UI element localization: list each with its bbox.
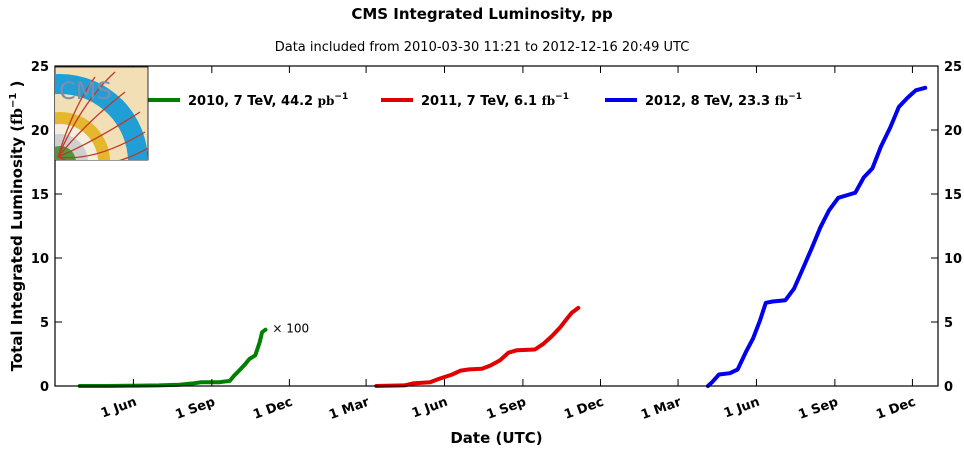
x-tick-label: 1 Sep — [173, 395, 217, 423]
y-tick-label-right: 5 — [944, 316, 953, 331]
logo-art: CMS — [55, 71, 148, 160]
logo-ring-grey — [55, 134, 88, 160]
legend-label: 2010, 7 TeV, 44.2 pb−1 — [188, 92, 348, 109]
y-tick-label-right: 0 — [944, 380, 953, 395]
logo-track-5 — [57, 147, 148, 160]
chart-title: CMS Integrated Luminosity, pp — [351, 5, 613, 23]
x-tick-label: 1 Sep — [485, 395, 529, 423]
chart-subtitle: Data included from 2010-03-30 11:21 to 2… — [274, 40, 690, 55]
series-line-1 — [77, 327, 268, 388]
series-line-2 — [374, 305, 581, 388]
x-tick-label: 1 Dec — [251, 395, 295, 423]
x-tick-label: 1 Jun — [722, 395, 762, 422]
logo-track-4 — [57, 131, 146, 159]
y-tick-label: 10 — [31, 252, 49, 267]
y-tick-label: 25 — [31, 60, 49, 75]
logo-track-1 — [57, 76, 96, 158]
x-tick-label: 1 Jun — [99, 395, 139, 422]
plot-frame — [54, 65, 939, 387]
y-axis-label: Total Integrated Luminosity (fb−1 ) — [8, 81, 26, 372]
y-tick-label: 0 — [40, 380, 49, 395]
x-tick-label: 1 Sep — [797, 395, 841, 423]
logo-track-2 — [57, 91, 126, 158]
logo-text: CMS — [59, 77, 112, 105]
x-tick-label: 1 Dec — [874, 395, 918, 423]
cms-logo: CMS — [54, 66, 149, 161]
y-tick-label-right: 10 — [944, 252, 962, 267]
legend-label: 2012, 8 TeV, 23.3 fb−1 — [645, 92, 802, 109]
y-tick-label-right: 20 — [944, 124, 962, 139]
x-tick-label: 1 Dec — [562, 395, 606, 423]
logo-track-6 — [57, 71, 116, 158]
x-tick-label: 1 Mar — [639, 394, 684, 423]
y-tick-label-right: 25 — [944, 60, 962, 75]
y-tick-label: 20 — [31, 124, 49, 139]
series-line-3 — [705, 85, 928, 388]
y-tick-label: 5 — [40, 316, 49, 331]
legend-label: 2011, 7 TeV, 6.1 fb−1 — [421, 92, 569, 109]
x-tick-label: 1 Jun — [410, 395, 450, 422]
x-axis-label: Date (UTC) — [450, 429, 542, 447]
y-tick-label-right: 15 — [944, 188, 962, 203]
logo-track-3 — [57, 111, 141, 158]
scale-annotation: × 100 — [272, 321, 309, 335]
x-tick-label: 1 Mar — [327, 394, 372, 423]
y-tick-label: 15 — [31, 188, 49, 203]
